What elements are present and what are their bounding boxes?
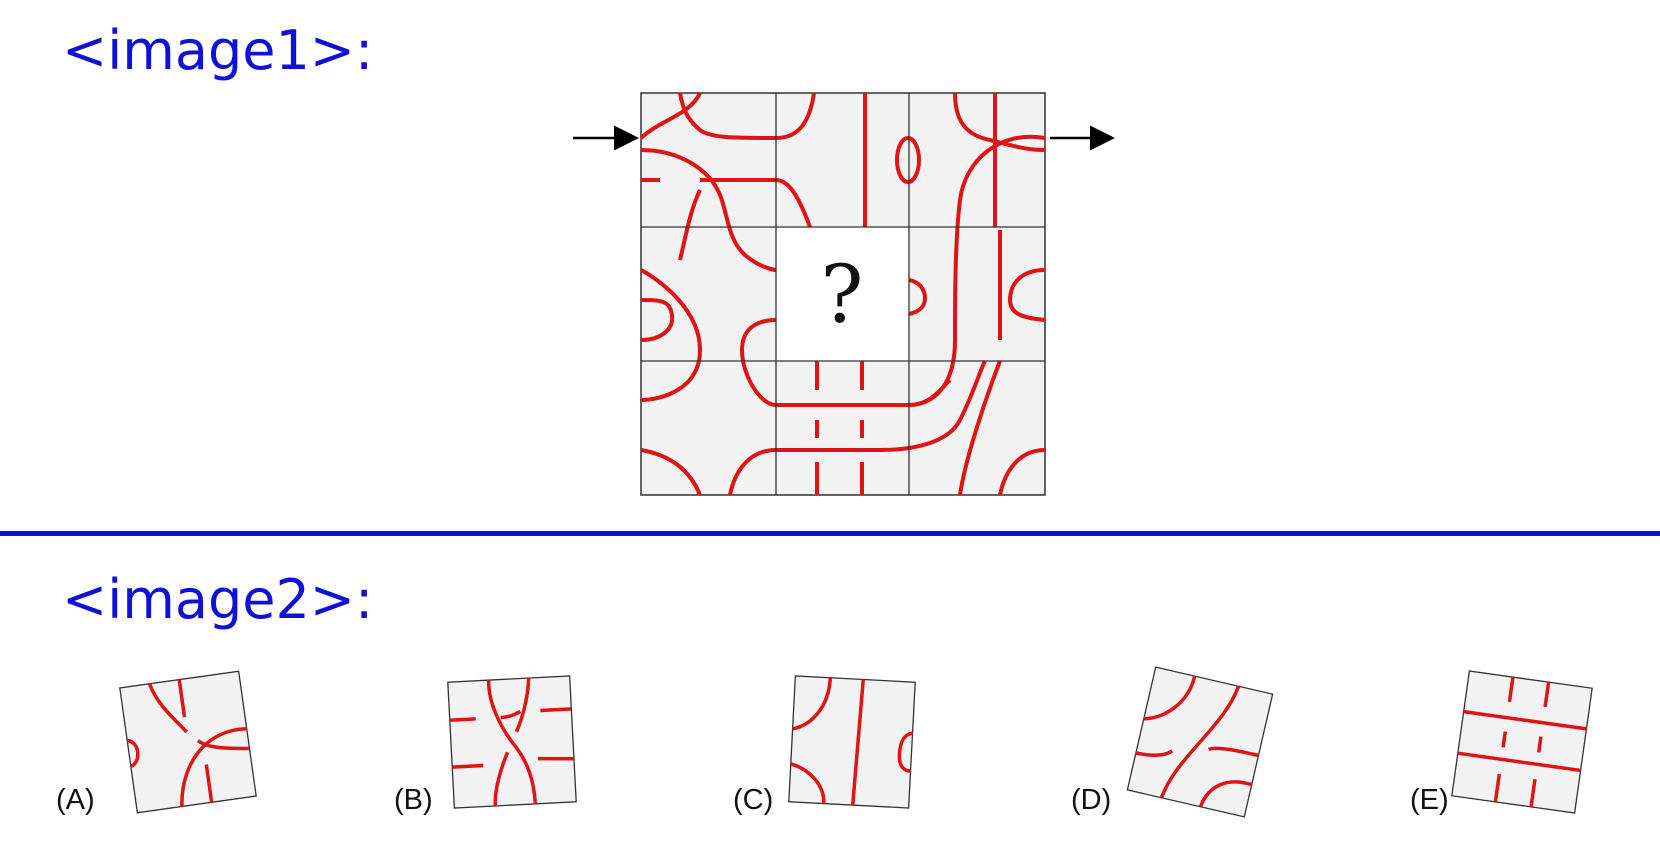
option-c-label: (C) <box>733 784 774 816</box>
grid-lines <box>641 93 1045 495</box>
option-b-tile <box>447 675 577 809</box>
image2-label: <image2>: <box>62 568 374 631</box>
option-b-label: (B) <box>394 784 433 816</box>
option-a-label: (A) <box>56 784 95 816</box>
option-c-tile <box>788 675 916 809</box>
missing-cell <box>776 227 909 361</box>
option-a-tile <box>119 670 257 814</box>
image1-label: <image1>: <box>62 19 374 82</box>
option-d-label: (D) <box>1071 784 1112 816</box>
section-divider <box>0 531 1660 536</box>
option-e-tile <box>1451 670 1593 814</box>
missing-mark: ? <box>821 248 864 341</box>
option-d-tile <box>1126 666 1274 818</box>
puzzle-figure: ? <box>573 92 1115 496</box>
option-e-label: (E) <box>1410 784 1449 816</box>
